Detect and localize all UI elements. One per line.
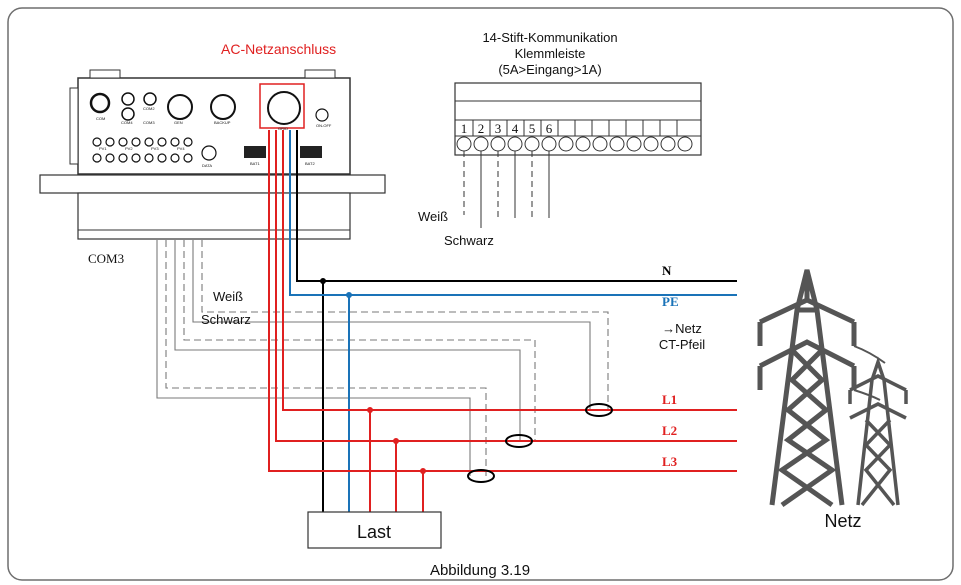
ct-clamp-l1 (585, 403, 613, 417)
junction-n (320, 278, 326, 284)
pin-3-label: 3 (495, 121, 502, 136)
load-box (307, 511, 442, 549)
port-label-backup: BACKUP (214, 120, 231, 125)
grid-label: Netz (824, 511, 861, 531)
junction-pe (346, 292, 352, 298)
tower-wires (853, 345, 886, 401)
line-n-label: N (662, 263, 672, 278)
port-label-com4: COM4 (121, 120, 133, 125)
ac-connection-highlight (259, 83, 305, 129)
port-label-com3: COM3 (143, 120, 155, 125)
gen-port-icon (167, 94, 193, 120)
grid-tower-small-icon (848, 356, 908, 507)
ct-clamp-l2 (505, 434, 533, 448)
port-label-pv1: PV1 (99, 146, 107, 151)
terminal-wires (463, 151, 550, 228)
pin-5-label: 5 (529, 121, 536, 136)
port-label-com2: COM2 (143, 106, 155, 111)
ct-arrow-label-line1: →Netz (662, 321, 702, 336)
figure-frame (7, 7, 954, 581)
load-label: Last (357, 522, 391, 542)
terminal-black-label: Schwarz (444, 233, 494, 248)
figure-caption: Abbildung 3.19 (430, 562, 530, 579)
terminal-title-line2: Klemmleiste (515, 46, 586, 61)
terminal-block (454, 82, 702, 156)
port-label-bat2: BAT2 (305, 161, 315, 166)
ac-connection-label: AC-Netzanschluss (221, 41, 336, 57)
port-label-grid: GRID (278, 126, 288, 131)
pin-1-label: 1 (461, 121, 468, 136)
port-label-data: DATA (202, 163, 212, 168)
pin-2-label: 2 (478, 121, 485, 136)
com3-label: COM3 (88, 251, 124, 266)
cable-black-label: Schwarz (201, 312, 251, 327)
backup-port-icon (210, 94, 236, 120)
pe-line (289, 130, 737, 512)
terminal-title-line3: (5A>Eingang>1A) (498, 62, 601, 77)
terminal-white-label: Weiß (418, 209, 448, 224)
ct-signal-cables (156, 240, 609, 476)
onoff-switch-icon (315, 108, 329, 122)
bat1-connector-icon (244, 146, 266, 158)
bat2-connector-icon (300, 146, 322, 158)
com2-port-icon (121, 92, 135, 106)
port-label-pv4: PV4 (177, 146, 185, 151)
grid-tower-icon (757, 269, 857, 508)
pin-6-label: 6 (546, 121, 553, 136)
port-label-onoff: ON-OFF (316, 123, 332, 128)
terminal-title-line1: 14-Stift-Kommunikation (482, 30, 617, 45)
junction-l2 (393, 438, 399, 444)
com-port-icon (89, 92, 111, 114)
junction-l1 (367, 407, 373, 413)
neutral-line (296, 130, 737, 512)
line-pe-label: PE (662, 294, 679, 309)
port-label-com: COM (96, 116, 105, 121)
port-label-pv2: PV2 (125, 146, 133, 151)
cable-white-label: Weiß (213, 289, 243, 304)
com3-port-icon (143, 92, 157, 106)
data-port-icon (201, 145, 217, 161)
line-l1-label: L1 (662, 392, 677, 407)
pin-4-label: 4 (512, 121, 519, 136)
grid-port-icon (267, 91, 301, 125)
port-label-bat1: BAT1 (250, 161, 260, 166)
port-label-pv3: PV3 (151, 146, 159, 151)
inverter-device: COM COM2 COM4 COM3 GEN BACKUP GRID ON-OF… (39, 69, 386, 240)
junction-l3 (420, 468, 426, 474)
ct-arrow-label-line2: CT-Pfeil (659, 337, 705, 352)
com4-port-icon (121, 107, 135, 121)
pv-connectors (92, 137, 193, 163)
line-l3-label: L3 (662, 454, 678, 469)
port-label-gen: GEN (174, 120, 183, 125)
ct-clamp-l3 (467, 469, 495, 483)
line-l2-label: L2 (662, 423, 677, 438)
